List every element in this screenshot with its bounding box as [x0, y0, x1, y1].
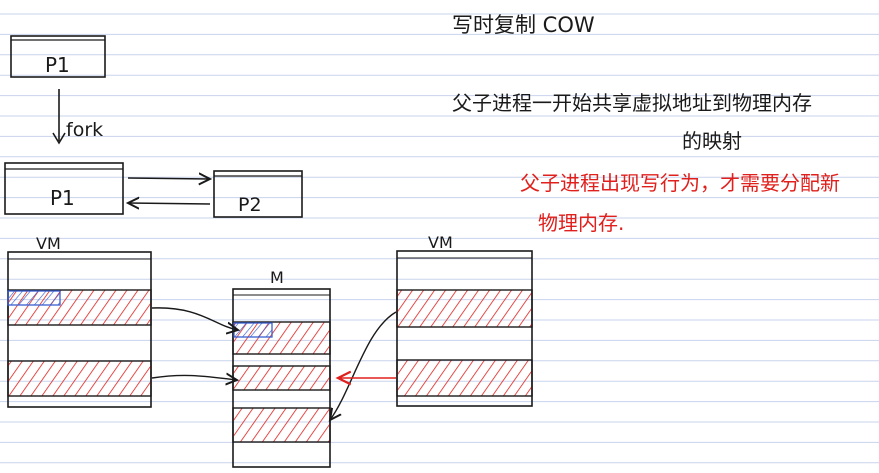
process-p2: P2: [213, 170, 303, 218]
vm-right-page-2: [396, 359, 533, 397]
memory-frame-2: [232, 365, 331, 391]
process-p1-after-fork: P1: [4, 162, 124, 215]
fork-arrow: fork: [52, 89, 103, 145]
vm-left-label: VM: [36, 234, 61, 253]
note-black-line1: 父子进程一开始共享虚拟地址到物理内存: [452, 91, 812, 115]
map-arrow-left-1: [151, 307, 238, 330]
memory-label: M: [270, 268, 284, 287]
vm-right-page-1: [396, 289, 533, 328]
map-arrow-left-2: [151, 375, 237, 380]
p2-label: P2: [238, 194, 262, 216]
note-red-line2: 物理内存.: [538, 211, 624, 235]
fork-label: fork: [66, 119, 103, 141]
vm-right: VM: [396, 233, 533, 407]
vm-left-written-page: [7, 290, 61, 306]
physical-memory: M: [232, 268, 331, 468]
vm-left: VM: [7, 234, 152, 408]
p1-label-after-fork: P1: [50, 186, 75, 210]
p1-p2-share-arrows: [128, 178, 210, 204]
page-title: 写时复制 COW: [452, 13, 595, 37]
note-black-line2: 的映射: [682, 129, 742, 153]
memory-frame-copied: [233, 322, 273, 338]
vm-left-page-2: [7, 360, 152, 397]
process-p1-before-fork: P1: [10, 35, 106, 78]
p1-label: P1: [45, 53, 70, 77]
note-red-line1: 父子进程出现写行为，才需要分配新: [520, 171, 840, 195]
vm-right-label: VM: [428, 233, 453, 252]
map-arrow-right-1: [330, 311, 397, 420]
memory-frame-3: [232, 407, 331, 443]
